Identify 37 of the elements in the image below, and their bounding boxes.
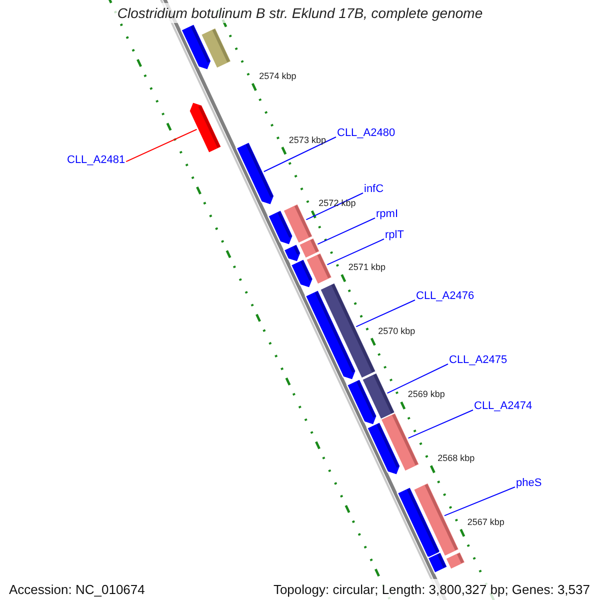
gene-feature [304, 289, 357, 381]
gene-feature [427, 551, 448, 574]
gene-feature [346, 378, 378, 426]
position-label: 2571 kbp [348, 263, 386, 272]
gene-label: pheS [516, 478, 542, 489]
gene-label: CLL_A2481 [67, 155, 126, 166]
position-label: 2570 kbp [378, 326, 416, 336]
gene-label: infC [364, 184, 384, 195]
gene-label: rpmI [376, 209, 398, 220]
position-label: 2567 kbp [467, 518, 504, 527]
position-label: 2568 kbp [438, 454, 475, 464]
gene-feature [290, 258, 314, 289]
leader-line [356, 300, 416, 328]
gene-feature [200, 26, 232, 70]
gene-feature [283, 243, 302, 263]
gene-feature [236, 141, 275, 206]
leader-line [317, 218, 376, 245]
leader-line [126, 128, 198, 162]
leader-line [444, 486, 516, 516]
gene-feature [366, 421, 401, 476]
position-label: 2572 kbp [318, 199, 356, 208]
leader-line [263, 136, 336, 172]
gene-label: CLL_A2476 [416, 291, 474, 302]
leader-line [306, 192, 364, 220]
position-label: 2569 kbp [408, 390, 445, 400]
gene-label: CLL_A2480 [337, 128, 396, 139]
gene-feature [267, 209, 294, 246]
gene-label: rplT [385, 230, 404, 241]
position-label: 2574 kbp [259, 72, 296, 81]
leader-line [326, 238, 384, 266]
gene-feature [188, 101, 222, 154]
leader-line [408, 410, 474, 439]
gene-label: CLL_A2474 [474, 401, 532, 412]
leader-line [386, 364, 448, 394]
gene-feature [444, 550, 466, 570]
gene-label: CLL_A2475 [449, 355, 508, 366]
position-label: 2573 kbp [288, 136, 326, 145]
